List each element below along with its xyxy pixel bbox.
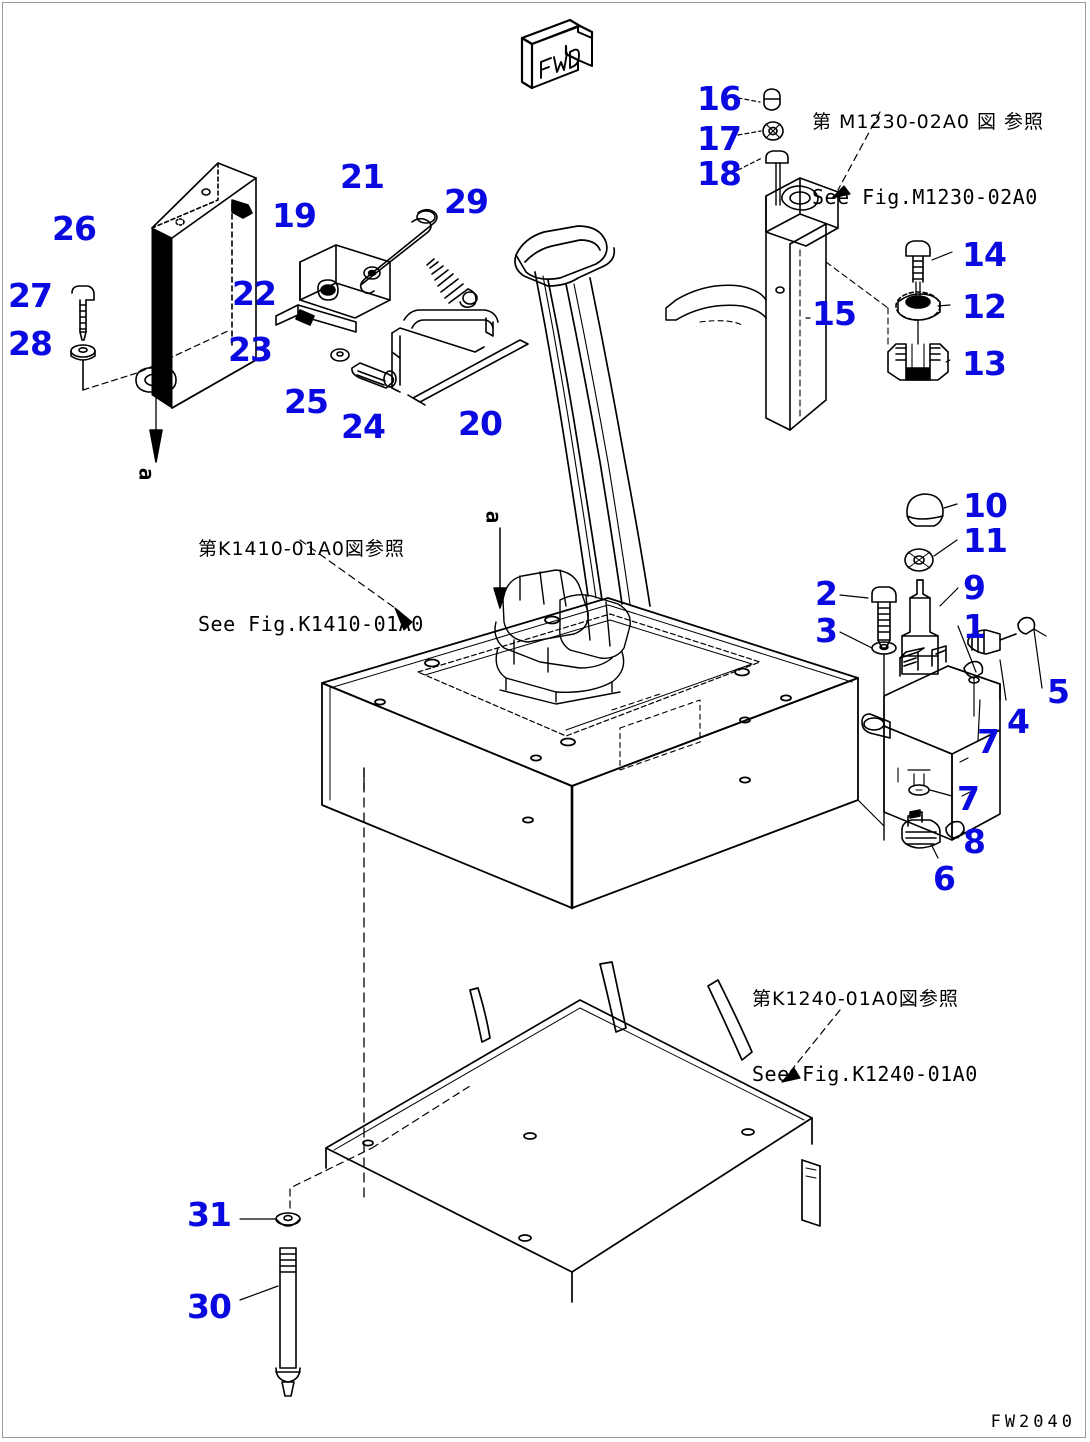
part-12-bushing xyxy=(895,291,941,345)
callout-11[interactable]: 11 xyxy=(963,521,1008,560)
marker-arrow-console xyxy=(493,527,507,609)
callout-23[interactable]: 23 xyxy=(228,330,273,369)
callout-7-upper[interactable]: 7 xyxy=(977,722,1000,761)
callout-18[interactable]: 18 xyxy=(697,154,742,193)
leader-k1240 xyxy=(781,1009,841,1083)
callout-21[interactable]: 21 xyxy=(340,157,385,196)
callout-9[interactable]: 9 xyxy=(963,568,986,607)
section-marker-a-left: a xyxy=(134,467,159,481)
sheet-corner-code: FW2040 xyxy=(990,1412,1076,1432)
section-marker-a-center: a xyxy=(481,510,506,524)
part-29-spring xyxy=(426,258,478,308)
reference-note-k1240-jp: 第K1240-01A0図参照 xyxy=(752,988,959,1010)
callout-30[interactable]: 30 xyxy=(187,1287,232,1326)
lever-bracket-assembly xyxy=(275,244,391,333)
reference-note-m1230: 第 M1230-02A0 図 参照 See Fig.M1230-02A0 xyxy=(812,60,1044,260)
control-lever-stalks xyxy=(514,225,651,607)
part-14-bolt xyxy=(905,240,931,301)
callout-25[interactable]: 25 xyxy=(284,382,329,421)
callout-24[interactable]: 24 xyxy=(341,407,386,446)
callout-19[interactable]: 19 xyxy=(272,196,317,235)
left-bracket-plate xyxy=(135,162,257,463)
part-27-bolt xyxy=(71,285,95,341)
callout-29[interactable]: 29 xyxy=(444,182,489,221)
reference-note-k1410-en: See Fig.K1410-01A0 xyxy=(198,612,424,636)
callout-1[interactable]: 1 xyxy=(963,607,986,646)
leader-k1410 xyxy=(299,539,413,631)
callout-17[interactable]: 17 xyxy=(697,119,742,158)
part-16-nut xyxy=(763,88,781,111)
callout-28[interactable]: 28 xyxy=(8,324,53,363)
part-18-bolt xyxy=(765,150,789,206)
part-11-nut xyxy=(904,548,934,572)
callout-31[interactable]: 31 xyxy=(187,1195,232,1234)
main-console-box xyxy=(321,597,859,910)
callout-4[interactable]: 4 xyxy=(1007,702,1030,741)
part-8-plug xyxy=(945,820,965,839)
reference-note-m1230-jp: 第 M1230-02A0 図 参照 xyxy=(812,111,1044,133)
callout-7-lower[interactable]: 7 xyxy=(957,779,980,818)
callout-6[interactable]: 6 xyxy=(933,859,956,898)
part-6-fitting xyxy=(901,809,941,849)
reference-note-m1230-en: See Fig.M1230-02A0 xyxy=(812,185,1038,209)
part-25-washer xyxy=(330,348,350,362)
reference-note-k1410-jp: 第K1410-01A0図参照 xyxy=(198,538,405,560)
upper-right-bracket xyxy=(665,177,839,431)
part-4-fitting xyxy=(967,629,1017,655)
leader-m1230 xyxy=(831,111,881,199)
reference-note-k1410: 第K1410-01A0図参照 See Fig.K1410-01A0 xyxy=(198,487,424,687)
part-9-valve-stem xyxy=(901,579,939,675)
lever-base-mechanism xyxy=(494,569,631,705)
reference-note-k1240-en: See Fig.K1240-01A0 xyxy=(752,1062,978,1086)
callout-26[interactable]: 26 xyxy=(52,209,97,248)
callout-16[interactable]: 16 xyxy=(697,79,742,118)
callout-14[interactable]: 14 xyxy=(962,235,1007,274)
callout-10[interactable]: 10 xyxy=(963,486,1008,525)
callout-2[interactable]: 2 xyxy=(815,574,838,613)
callout-8[interactable]: 8 xyxy=(963,822,986,861)
part-21-link-rod xyxy=(359,208,438,295)
callout-5[interactable]: 5 xyxy=(1047,672,1070,711)
callout-27[interactable]: 27 xyxy=(8,276,53,315)
part-10-knob-cap xyxy=(906,493,944,527)
part-24-bolt xyxy=(351,362,397,389)
lower-cover-panel xyxy=(325,961,821,1303)
part-2-bolt xyxy=(871,586,897,649)
part-5-plug xyxy=(1017,616,1047,637)
callout-20[interactable]: 20 xyxy=(458,404,503,443)
part-31-washer xyxy=(275,1212,301,1227)
callout-15[interactable]: 15 xyxy=(812,294,857,333)
part-13-clamp xyxy=(887,343,949,381)
callout-22[interactable]: 22 xyxy=(232,274,277,313)
part-17-washer xyxy=(762,121,784,141)
callout-13[interactable]: 13 xyxy=(962,344,1007,383)
part-28-washer xyxy=(70,344,96,391)
callout-3[interactable]: 3 xyxy=(815,611,838,650)
part-30-bolt xyxy=(275,1247,301,1397)
part-20-u-rod xyxy=(391,309,529,406)
part-7-plug-upper xyxy=(963,660,984,717)
part-1-valve-body xyxy=(861,645,1001,841)
part-7-plug-lower xyxy=(907,769,931,796)
fwd-orientation-symbol xyxy=(520,18,594,90)
reference-note-k1240: 第K1240-01A0図参照 See Fig.K1240-01A0 xyxy=(752,937,978,1137)
callout-12[interactable]: 12 xyxy=(962,287,1007,326)
